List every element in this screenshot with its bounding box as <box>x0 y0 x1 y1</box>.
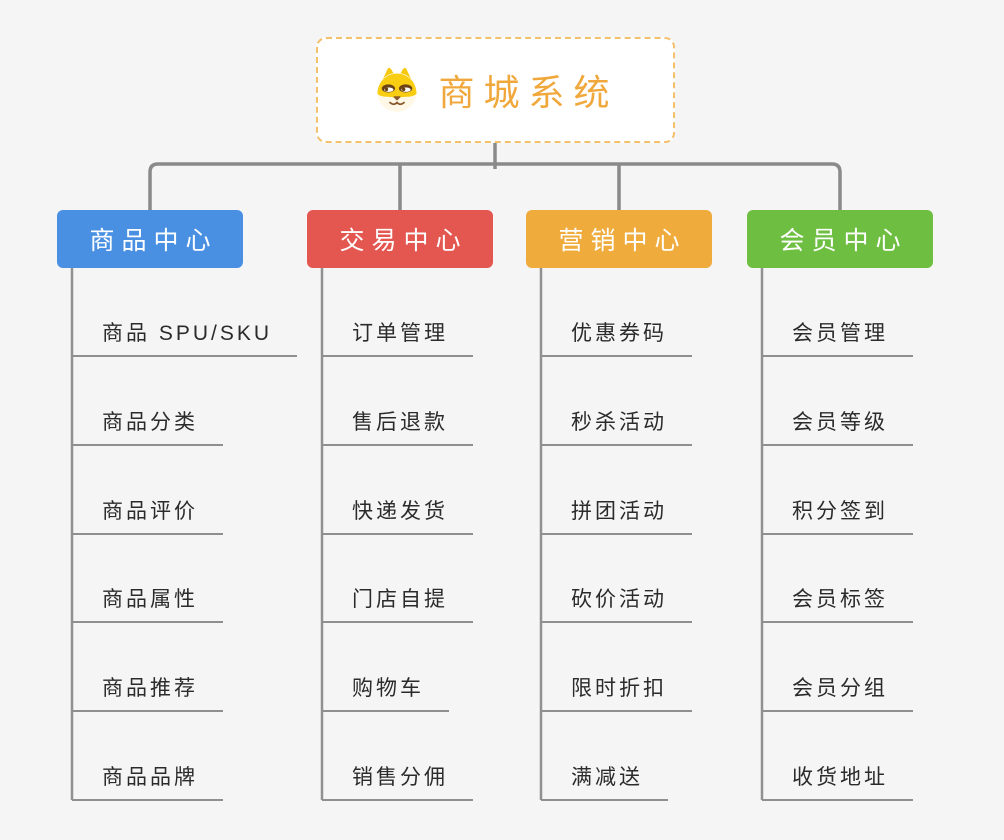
leaf-product-spu-sku[interactable]: 商品 SPU/SKU <box>72 319 298 357</box>
leaf-coupon-code[interactable]: 优惠券码 <box>541 319 692 357</box>
root-node[interactable]: 商城系统 <box>316 37 675 143</box>
leaf-member-level[interactable]: 会员等级 <box>762 408 913 446</box>
branch-drop-lines <box>398 164 621 210</box>
leaf-express-delivery[interactable]: 快递发货 <box>322 497 473 535</box>
leaf-group-buy[interactable]: 拼团活动 <box>541 497 692 535</box>
leaf-member-tag[interactable]: 会员标签 <box>762 585 913 623</box>
leaf-shopping-cart[interactable]: 购物车 <box>322 674 449 712</box>
leaf-shipping-address[interactable]: 收货地址 <box>762 763 913 801</box>
root-title: 商城系统 <box>438 72 619 113</box>
leaf-points-checkin[interactable]: 积分签到 <box>762 497 913 535</box>
leaf-member-group[interactable]: 会员分组 <box>762 674 913 712</box>
shiba-dog-icon <box>377 67 418 112</box>
leaf-order-management[interactable]: 订单管理 <box>322 319 473 357</box>
leaf-full-reduction[interactable]: 满减送 <box>541 763 668 801</box>
leaf-bargain-activity[interactable]: 砍价活动 <box>541 585 692 623</box>
branch-connector-line <box>148 162 842 210</box>
leaf-product-brand[interactable]: 商品品牌 <box>72 763 223 801</box>
branch-header-marketing-center[interactable]: 营销中心 <box>526 210 712 268</box>
branch-header-product-center[interactable]: 商品中心 <box>57 210 243 268</box>
leaf-product-recommend[interactable]: 商品推荐 <box>72 674 223 712</box>
leaf-member-management[interactable]: 会员管理 <box>762 319 913 357</box>
leaf-product-review[interactable]: 商品评价 <box>72 497 223 535</box>
branch-header-member-center[interactable]: 会员中心 <box>747 210 933 268</box>
leaf-store-pickup[interactable]: 门店自提 <box>322 585 473 623</box>
leaf-after-sales-refund[interactable]: 售后退款 <box>322 408 473 446</box>
branch-header-trade-center[interactable]: 交易中心 <box>307 210 493 268</box>
leaf-limited-time-discount[interactable]: 限时折扣 <box>541 674 692 712</box>
leaf-flash-sale[interactable]: 秒杀活动 <box>541 408 692 446</box>
leaf-product-category[interactable]: 商品分类 <box>72 408 223 446</box>
leaf-sales-commission[interactable]: 销售分佣 <box>322 763 473 801</box>
leaf-product-attribute[interactable]: 商品属性 <box>72 585 223 623</box>
